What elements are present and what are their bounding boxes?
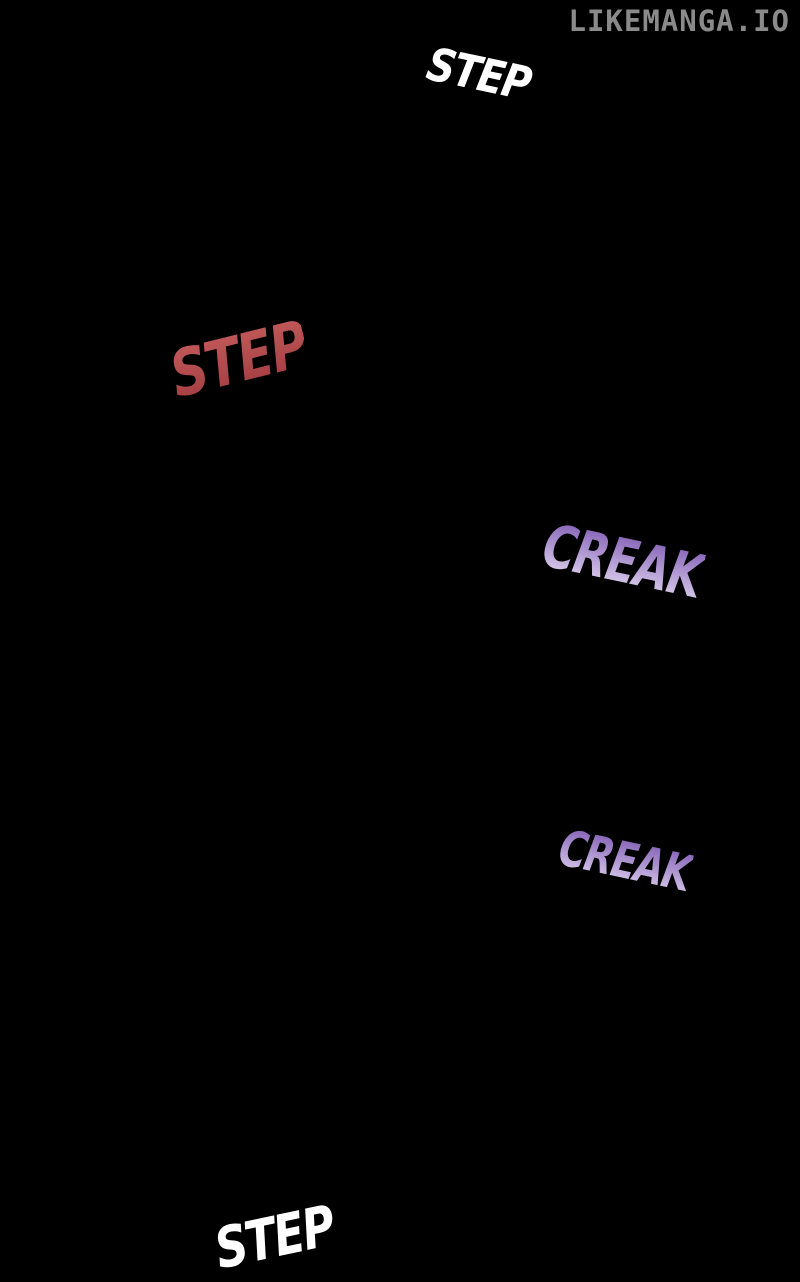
sfx-step-red: STEP — [163, 307, 315, 413]
sfx-step-bottom: STEP — [209, 1193, 341, 1282]
watermark: LIKEMANGA.IO — [568, 4, 790, 38]
sfx-creak-1: CREAK — [536, 510, 709, 613]
sfx-step-top: STEP — [422, 36, 535, 111]
sfx-creak-2: CREAK — [553, 818, 696, 903]
